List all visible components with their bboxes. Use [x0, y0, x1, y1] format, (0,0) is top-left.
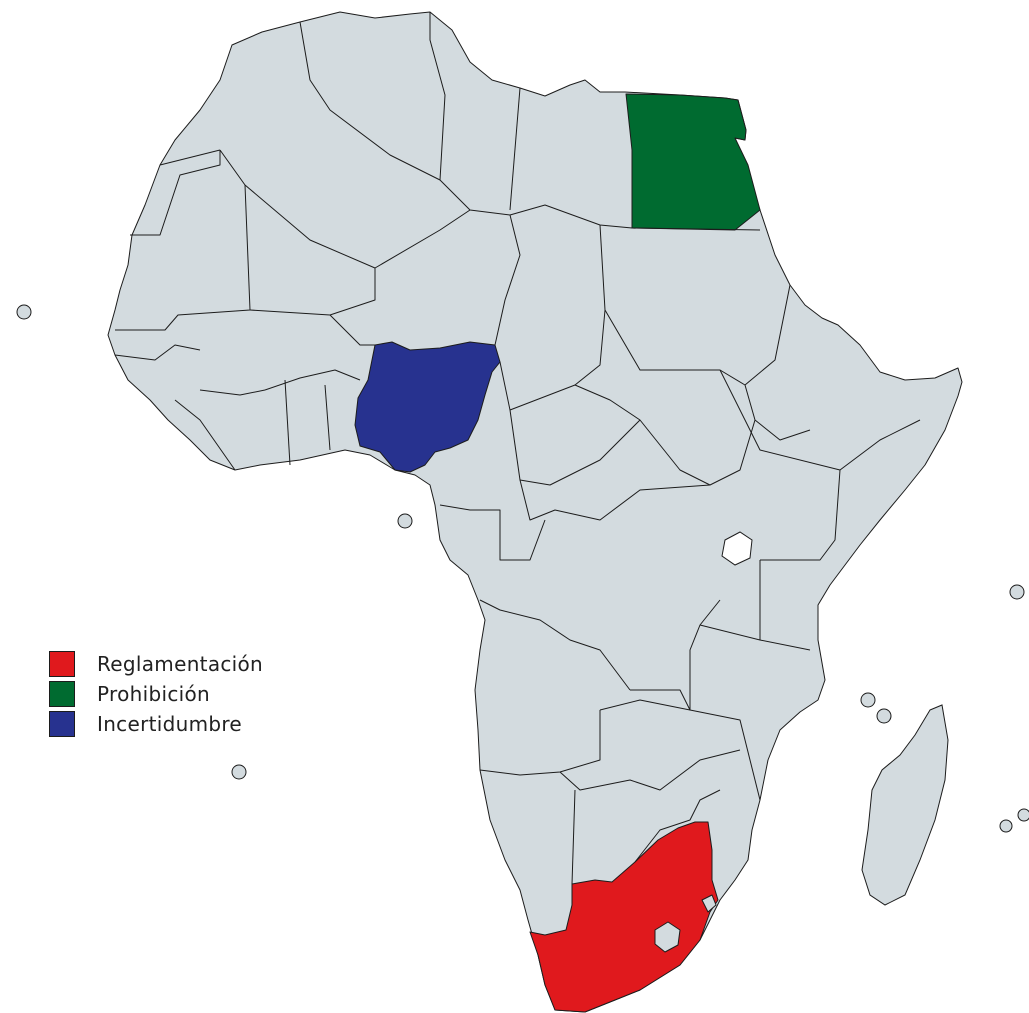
country-borders: [114, 12, 921, 885]
legend-label: Incertidumbre: [97, 712, 243, 736]
island-comoros-1: [860, 692, 876, 708]
legend-swatch-red: [49, 651, 75, 677]
legend-label: Reglamentación: [97, 652, 264, 676]
island-cape-verde: [16, 304, 32, 320]
country-egypt[interactable]: [625, 93, 761, 231]
island-sao-tome: [397, 513, 413, 529]
country-eswatini: [701, 894, 717, 913]
legend-item-reglamentacion: Reglamentación: [49, 649, 263, 679]
legend-item-prohibicion: Prohibición: [49, 679, 263, 709]
island-madagascar: [861, 704, 949, 906]
island-seychelles: [1009, 584, 1025, 600]
island-comoros-2: [876, 708, 892, 724]
legend-swatch-blue: [49, 711, 75, 737]
legend-swatch-green: [49, 681, 75, 707]
island-reunion: [1017, 808, 1029, 822]
island-mauritius: [999, 819, 1013, 833]
lake-victoria: [721, 531, 753, 566]
country-south-africa[interactable]: [529, 821, 719, 1013]
country-nigeria[interactable]: [354, 341, 501, 473]
country-lesotho: [654, 921, 681, 953]
legend-item-incertidumbre: Incertidumbre: [49, 709, 263, 739]
legend-label: Prohibición: [97, 682, 210, 706]
map-legend: Reglamentación Prohibición Incertidumbre: [49, 649, 263, 739]
island-saint-helena: [231, 764, 247, 780]
africa-mainland: [107, 11, 963, 1013]
